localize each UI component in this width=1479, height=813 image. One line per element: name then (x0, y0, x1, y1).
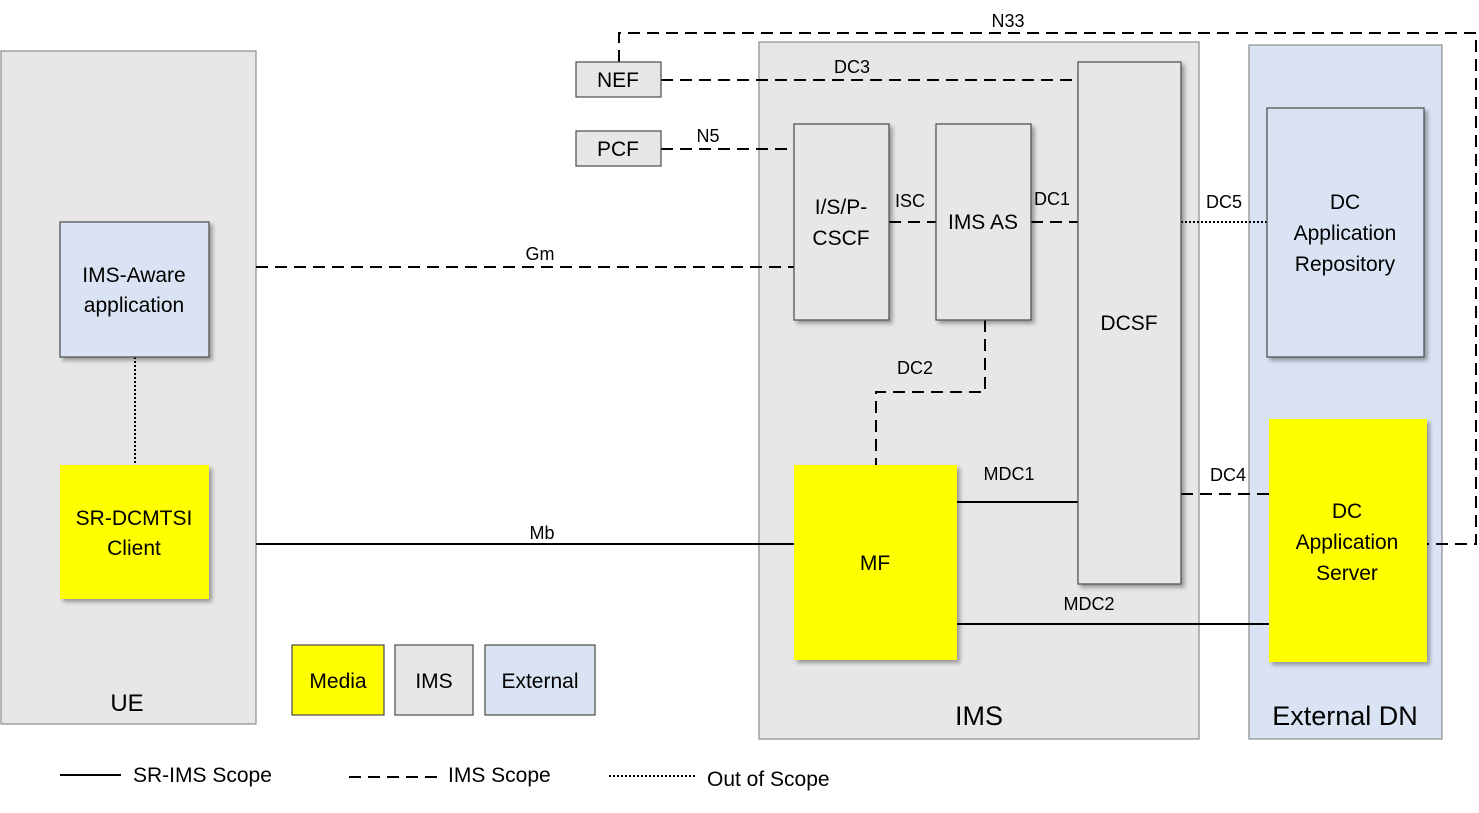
mb-label: Mb (529, 523, 554, 543)
sr-dcmtsi-client-label-1: SR-DCMTSI (76, 507, 193, 530)
dc-application-repository-label-2: Application (1294, 222, 1397, 245)
ims-as-node: IMS AS (935, 123, 1032, 321)
dc1-label: DC1 (1034, 189, 1070, 209)
dcsf-label: DCSF (1100, 312, 1157, 335)
cscf-node: I/S/P- CSCF (793, 123, 890, 321)
mf-node: MF (794, 465, 957, 660)
dc-application-server-node: DC Application Server (1269, 419, 1427, 662)
color-key-ims: IMS (394, 644, 474, 716)
ims-group-title: IMS (955, 701, 1003, 731)
color-key-external-label: External (501, 670, 578, 693)
nef-label: NEF (597, 69, 639, 92)
legend-solid: SR-IMS Scope (60, 764, 272, 787)
legend-solid-label: SR-IMS Scope (133, 764, 272, 787)
line-legend: SR-IMS Scope IMS Scope Out of Scope (60, 764, 830, 791)
isc-label: ISC (895, 191, 925, 211)
sr-dcmtsi-client-label-2: Client (107, 537, 161, 560)
ims-aware-application-node: IMS-Aware application (59, 221, 210, 358)
color-key-external: External (484, 644, 596, 716)
mf-label: MF (860, 552, 890, 575)
dc-application-server-label-3: Server (1316, 562, 1378, 585)
dc-application-repository-node: DC Application Repository (1266, 107, 1425, 358)
dc-application-server-label-1: DC (1332, 500, 1362, 523)
mdc2-label: MDC2 (1063, 594, 1114, 614)
n33-label: N33 (991, 11, 1024, 31)
connections: N33 DC3 N5 ISC DC1 DC5 Gm DC2 MDC1 DC4 M… (134, 11, 1477, 625)
dc4-label: DC4 (1210, 465, 1246, 485)
ue-group-title: UE (110, 690, 143, 717)
color-key: Media IMS External (291, 644, 596, 716)
gm-label: Gm (526, 244, 555, 264)
ims-aware-application-label-2: application (84, 294, 184, 317)
legend-dashed: IMS Scope (349, 764, 551, 787)
legend-dashed-label: IMS Scope (448, 764, 551, 787)
color-key-ims-label: IMS (415, 670, 452, 693)
dc-application-repository-label-3: Repository (1295, 253, 1396, 276)
ims-aware-application-label-1: IMS-Aware (82, 264, 185, 287)
dc-application-repository-label-1: DC (1330, 191, 1360, 214)
mdc1-label: MDC1 (983, 464, 1034, 484)
ue-group: UE (0, 50, 257, 725)
external-dn-group-title: External DN (1272, 701, 1418, 731)
legend-dotted: Out of Scope (609, 768, 830, 791)
dcsf-node: DCSF (1077, 61, 1182, 585)
color-key-media: Media (291, 644, 385, 716)
dc-application-server-label-2: Application (1296, 531, 1399, 554)
cscf-label-2: CSCF (812, 227, 869, 250)
ims-as-label: IMS AS (948, 211, 1018, 234)
n33-link (618, 32, 1477, 545)
dc5-label: DC5 (1206, 192, 1242, 212)
pcf-label: PCF (597, 138, 639, 161)
dc2-link (875, 320, 986, 465)
n5-label: N5 (696, 126, 719, 146)
pcf-node: PCF (575, 130, 662, 167)
cscf-label-1: I/S/P- (815, 196, 868, 219)
dc2-label: DC2 (897, 358, 933, 378)
color-key-media-label: Media (309, 670, 367, 693)
nef-node: NEF (575, 61, 662, 98)
sr-dcmtsi-client-node: SR-DCMTSI Client (60, 465, 209, 599)
dc3-label: DC3 (834, 57, 870, 77)
legend-dotted-label: Out of Scope (707, 768, 830, 791)
